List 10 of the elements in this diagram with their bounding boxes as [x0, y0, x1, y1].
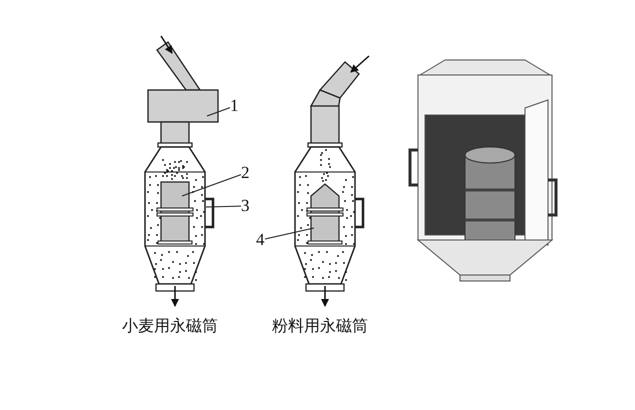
callout-number: 1: [230, 98, 238, 114]
callout-number: 4: [256, 232, 264, 248]
leader-line: [264, 228, 314, 240]
caption: 粉料用永磁筒: [272, 316, 368, 337]
caption: 小麦用永磁筒: [122, 316, 218, 337]
leader-line: [206, 206, 242, 208]
callout-number: 3: [241, 198, 250, 214]
leader-line: [206, 107, 230, 116]
leader-line: [182, 174, 242, 196]
callout-number: 2: [241, 165, 250, 181]
